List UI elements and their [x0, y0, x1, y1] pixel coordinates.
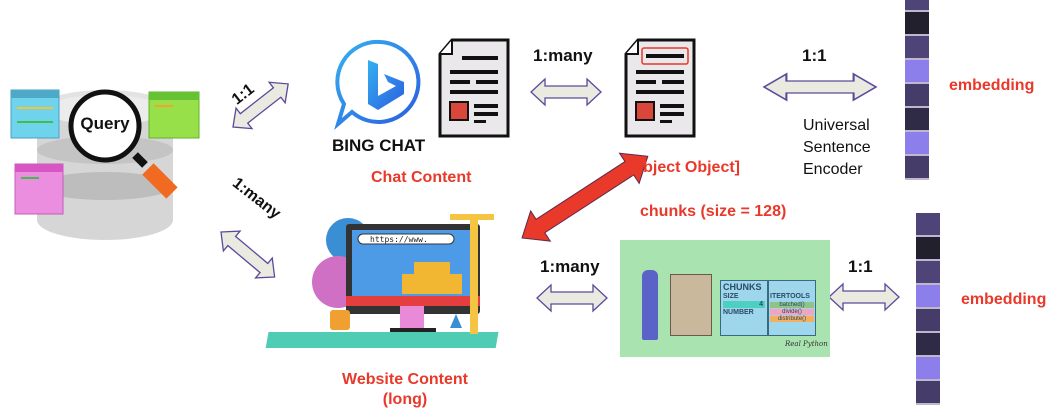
query-label: Query: [80, 114, 130, 133]
chunks-machine: [670, 274, 712, 336]
relation-chat-sentence: 1:many: [533, 46, 593, 65]
embedding-cell: [905, 36, 929, 60]
chat-content-label: Chat Content: [371, 169, 472, 186]
relation-website-chunks: 1:many: [540, 257, 600, 276]
website-url: https://www.: [370, 235, 428, 244]
itertools-fn-distribute: distribute(): [770, 316, 814, 322]
embedding-label-bottom: embedding: [961, 291, 1047, 308]
arrow-query-website: [211, 221, 284, 288]
embedding-cell: [916, 381, 940, 405]
bing-chat-label: BING CHAT: [332, 136, 426, 155]
encoder-label: Universal Sentence Encoder: [803, 115, 871, 181]
chunks-illustration: CHUNKS SIZE 4 NUMBER ITERTOOLS batched()…: [620, 240, 830, 357]
chunks-person: [642, 270, 658, 340]
embedding-cell: [916, 333, 940, 357]
embedding-cell: [905, 0, 929, 12]
arrow-query-chat: [224, 73, 297, 138]
embedding-cell: [905, 84, 929, 108]
embedding-cell: [916, 285, 940, 309]
chunks-size-value: 4: [723, 301, 765, 308]
sentence-document-icon: [624, 38, 696, 138]
embedding-vector-bottom: [916, 213, 940, 405]
chunks-label: chunks (size = 128): [640, 203, 787, 220]
embedding-cell: [905, 132, 929, 156]
embedding-cell: [905, 60, 929, 84]
arrow-sentence-embedding: [762, 72, 878, 102]
arrow-chat-sentence: [530, 78, 602, 106]
website-illustration: https://www.: [265, 210, 520, 352]
relation-chunks-embedding: 1:1: [848, 257, 873, 276]
embedding-vector-top: [905, 0, 929, 180]
website-content-line1: Website Content: [342, 371, 468, 388]
arrow-website-sentence-red: [521, 152, 649, 242]
itertools-panel: ITERTOOLS batched() divide() distribute(…: [768, 280, 816, 336]
website-content-label: Website Content (long): [330, 370, 480, 410]
embedding-cell: [916, 237, 940, 261]
database-icon: [10, 89, 200, 240]
query-database-illustration: Query: [5, 68, 200, 248]
chunks-size-label: SIZE: [723, 293, 739, 300]
itertools-fn-divide: divide(): [770, 309, 814, 315]
chunks-panel: CHUNKS SIZE 4 NUMBER: [720, 280, 768, 336]
chat-document-icon: [438, 38, 510, 138]
arrow-chunks-embedding: [828, 283, 900, 311]
encoder-line1: Universal: [803, 117, 870, 134]
embedding-cell: [916, 309, 940, 333]
embedding-cell: [916, 261, 940, 285]
chunks-title: CHUNKS: [723, 282, 762, 292]
chunks-number-label: NUMBER: [723, 309, 754, 316]
embedding-cell: [905, 12, 929, 36]
encoder-line3: Encoder: [803, 161, 863, 178]
embedding-cell: [905, 156, 929, 180]
bing-chat-logo: [330, 38, 430, 133]
encoder-line2: Sentence: [803, 139, 871, 156]
chunks-credit: Real Python: [785, 340, 828, 348]
relation-sentence-embedding: 1:1: [802, 46, 827, 65]
website-content-line2: (long): [382, 391, 428, 408]
itertools-title: ITERTOOLS: [770, 293, 810, 300]
sentence-label: [object Object]: [628, 159, 741, 176]
embedding-cell: [905, 108, 929, 132]
website-monitor-icon: [265, 214, 499, 348]
itertools-fn-batched: batched(): [770, 302, 814, 308]
embedding-label-top: embedding: [949, 77, 1035, 94]
arrow-website-chunks: [536, 284, 608, 312]
embedding-cell: [916, 357, 940, 381]
bing-logo-icon: [334, 39, 421, 130]
embedding-cell: [916, 213, 940, 237]
